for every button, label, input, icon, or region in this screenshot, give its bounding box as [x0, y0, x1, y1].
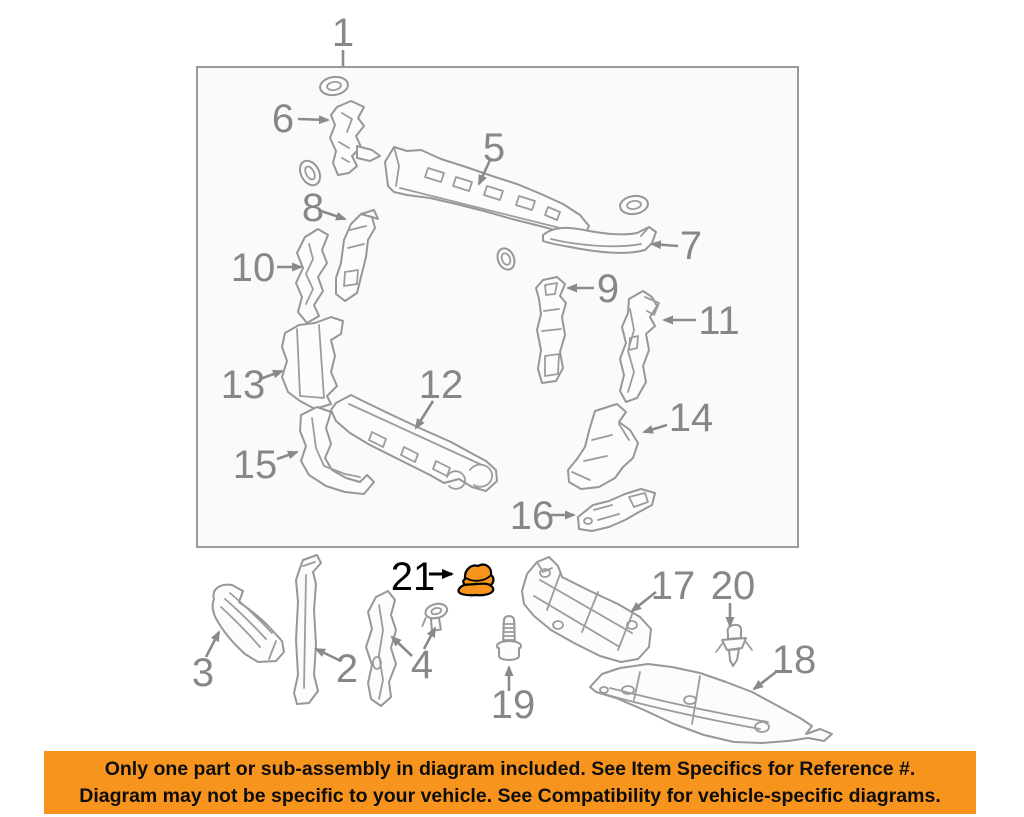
grommet-drawing: [298, 75, 649, 271]
part-label-12: 12: [419, 363, 464, 407]
assembly-box-outline: [196, 66, 799, 548]
part-label-1: 1: [332, 11, 354, 55]
part-4-drawing: [365, 590, 397, 707]
part-label-21-highlighted: 21: [391, 555, 436, 599]
leader-arrows: [204, 115, 777, 691]
notice-banner: Only one part or sub-assembly in diagram…: [44, 751, 976, 814]
part-label-10: 10: [231, 246, 276, 290]
part-label-20: 20: [711, 564, 756, 608]
part-5-drawing: [384, 146, 590, 238]
part-label-19: 19: [491, 683, 536, 727]
notice-banner-line2: Diagram may not be specific to your vehi…: [79, 784, 941, 807]
diagram-canvas: 1 5 6 8 10 7 9 11 13 12 14 15 16 3 2 4 1…: [192, 11, 833, 744]
part-label-15: 15: [233, 443, 278, 487]
notice-banner-line1: Only one part or sub-assembly in diagram…: [104, 757, 916, 780]
part-label-8: 8: [302, 186, 324, 230]
part-3-drawing: [211, 583, 285, 663]
part-14-drawing: [567, 403, 639, 490]
part-label-17: 17: [651, 564, 696, 608]
part-label-11: 11: [698, 299, 740, 343]
part-8-drawing: [335, 209, 379, 302]
part-20-clip-drawing: [715, 623, 753, 667]
part-11-drawing: [619, 290, 660, 403]
part-label-3: 3: [192, 651, 214, 695]
part-15-drawing: [299, 406, 375, 495]
part-label-2: 2: [336, 647, 358, 691]
part-19-bolt-drawing: [496, 615, 522, 661]
part-label-9: 9: [597, 267, 619, 311]
part-10-drawing: [295, 228, 329, 324]
part-label-13: 13: [221, 363, 266, 407]
part-2-drawing: [293, 554, 322, 705]
part-label-16: 16: [510, 494, 555, 538]
part-label-4: 4: [411, 643, 433, 687]
part-21-highlighted-clip: [457, 563, 495, 597]
part-9-drawing: [535, 276, 567, 384]
part-label-14: 14: [669, 396, 714, 440]
part-label-6: 6: [272, 97, 294, 141]
part-12-drawing: [330, 394, 498, 492]
part-6-drawing: [329, 100, 381, 176]
part-label-7: 7: [680, 224, 702, 268]
part-16-drawing: [577, 488, 656, 532]
part-13-drawing: [281, 316, 344, 410]
part-18-drawing: [589, 663, 833, 744]
part-17-drawing: [521, 556, 652, 663]
part-label-18: 18: [772, 638, 817, 682]
part-label-5: 5: [483, 126, 505, 170]
